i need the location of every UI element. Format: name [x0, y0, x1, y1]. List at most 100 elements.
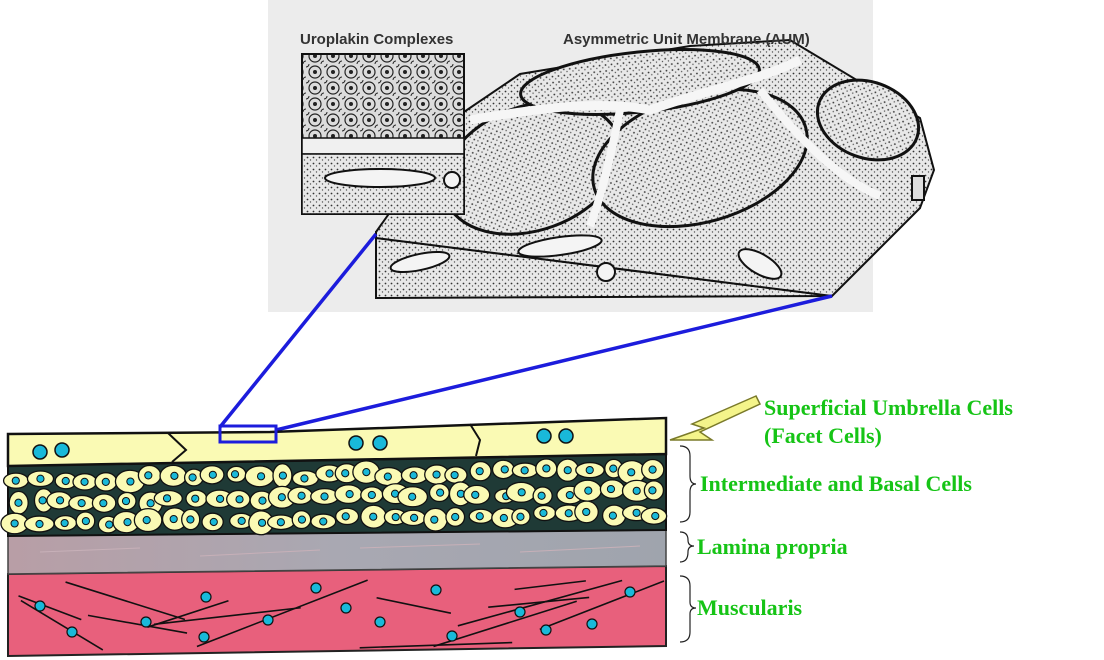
cell-nucleus: [231, 471, 238, 478]
muscle-nucleus: [515, 607, 525, 617]
umbrella-pointer-arrow: [670, 396, 760, 440]
cell-nucleus: [392, 513, 399, 520]
cell-nucleus: [652, 512, 659, 519]
muscle-nucleus: [375, 617, 385, 627]
cell-nucleus: [37, 475, 44, 482]
cell-nucleus: [649, 487, 656, 494]
cell-nucleus: [61, 519, 68, 526]
cell-nucleus: [238, 517, 245, 524]
vesicle-end: [597, 263, 615, 281]
cell-nucleus: [649, 466, 656, 473]
lamina-propria-layer: [8, 530, 666, 574]
muscularis-layer: [8, 566, 666, 656]
cell-nucleus: [564, 467, 571, 474]
aum-inset-illustration: Uroplakin Complexes Asymmetric Unit Memb…: [268, 0, 934, 312]
cell-nucleus: [189, 474, 196, 481]
cell-nucleus: [363, 468, 370, 475]
cell-nucleus: [12, 477, 19, 484]
cell-nucleus: [171, 472, 178, 479]
cell-nucleus: [320, 518, 327, 525]
cell-nucleus: [607, 485, 614, 492]
muscle-nucleus: [263, 615, 273, 625]
tissue-section: [1, 418, 667, 656]
lamina-brace: [680, 532, 694, 562]
cell-nucleus: [368, 491, 375, 498]
cell-nucleus: [170, 515, 177, 522]
cell-nucleus: [517, 513, 524, 520]
cell-nucleus: [11, 520, 18, 527]
cell-nucleus: [326, 470, 333, 477]
cell-nucleus: [15, 499, 22, 506]
cell-nucleus: [127, 478, 134, 485]
cell-nucleus: [39, 497, 46, 504]
cell-nucleus: [192, 495, 199, 502]
umbrella-nucleus: [33, 445, 47, 459]
cell-nucleus: [610, 465, 617, 472]
facet-cells-label: (Facet Cells): [764, 423, 882, 448]
cell-nucleus: [342, 513, 349, 520]
cell-nucleus: [298, 492, 305, 499]
intermediate-basal-label: Intermediate and Basal Cells: [700, 471, 972, 496]
intermediate-brace: [680, 446, 696, 522]
cell-nucleus: [277, 519, 284, 526]
muscle-nucleus: [35, 601, 45, 611]
cell-nucleus: [210, 518, 217, 525]
cell-nucleus: [259, 497, 266, 504]
cell-nucleus: [500, 514, 507, 521]
membrane-edge: [912, 176, 924, 200]
cell-nucleus: [609, 512, 616, 519]
cell-nucleus: [452, 513, 459, 520]
cell-nucleus: [321, 493, 328, 500]
cell-nucleus: [62, 477, 69, 484]
umbrella-nucleus: [373, 436, 387, 450]
muscle-nucleus: [447, 631, 457, 641]
cell-nucleus: [370, 513, 377, 520]
cell-nucleus: [216, 495, 223, 502]
umbrella-nucleus: [559, 429, 573, 443]
cell-nucleus: [56, 497, 63, 504]
cell-nucleus: [628, 469, 635, 476]
muscularis-label: Muscularis: [697, 595, 803, 620]
cell-nucleus: [258, 519, 265, 526]
cell-nucleus: [342, 470, 349, 477]
cell-nucleus: [236, 496, 243, 503]
cell-nucleus: [583, 508, 590, 515]
cell-nucleus: [538, 492, 545, 499]
cell-nucleus: [82, 517, 89, 524]
cell-nucleus: [410, 472, 417, 479]
muscle-nucleus: [431, 585, 441, 595]
cell-nucleus: [433, 471, 440, 478]
muscle-nucleus: [587, 619, 597, 629]
cell-nucleus: [279, 472, 286, 479]
muscularis-brace: [680, 576, 696, 642]
muscle-nucleus: [199, 632, 209, 642]
cell-nucleus: [501, 466, 508, 473]
cell-nucleus: [451, 471, 458, 478]
cell-nucleus: [257, 473, 264, 480]
cell-nucleus: [36, 520, 43, 527]
uroplakin-zoom-box: [302, 54, 464, 214]
cell-nucleus: [566, 491, 573, 498]
cell-nucleus: [106, 521, 113, 528]
cell-nucleus: [301, 475, 308, 482]
umbrella-cells-label: Superficial Umbrella Cells: [764, 395, 1013, 420]
cell-nucleus: [145, 472, 152, 479]
cell-nucleus: [409, 493, 416, 500]
cell-nucleus: [565, 510, 572, 517]
cell-nucleus: [78, 499, 85, 506]
cell-nucleus: [147, 500, 154, 507]
muscle-nucleus: [311, 583, 321, 593]
cell-nucleus: [102, 478, 109, 485]
cell-nucleus: [633, 509, 640, 516]
cell-nucleus: [586, 466, 593, 473]
muscle-nucleus: [67, 627, 77, 637]
cell-nucleus: [163, 495, 170, 502]
cell-nucleus: [143, 516, 150, 523]
muscle-nucleus: [341, 603, 351, 613]
cell-nucleus: [187, 516, 194, 523]
lamina-propria-label: Lamina propria: [697, 534, 848, 559]
umbrella-nucleus: [349, 436, 363, 450]
cell-nucleus: [384, 473, 391, 480]
cell-nucleus: [100, 500, 107, 507]
